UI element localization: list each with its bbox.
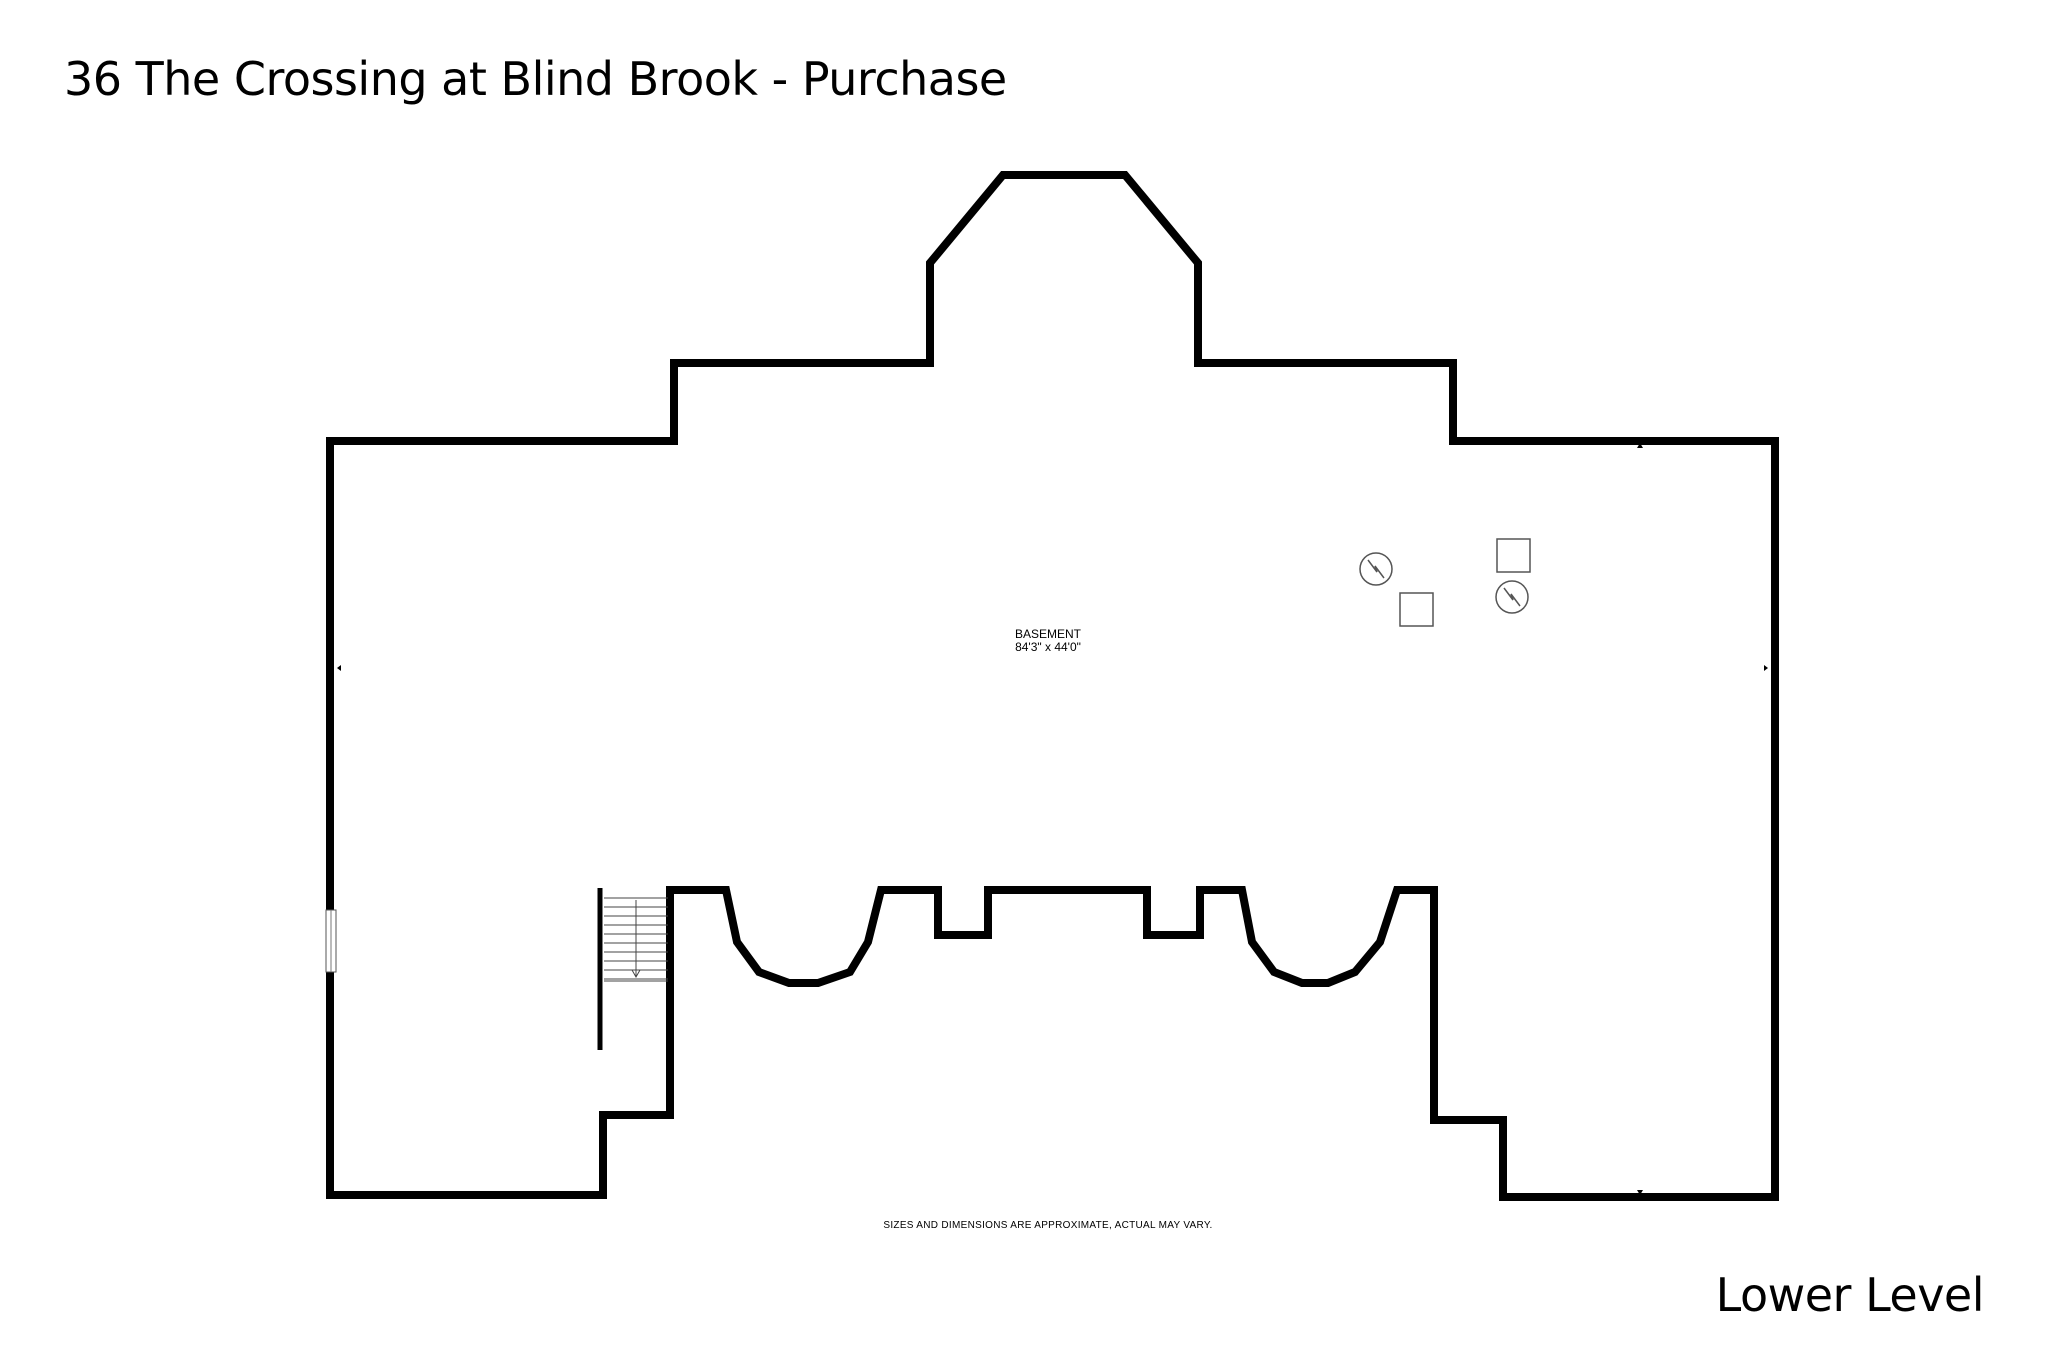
disclaimer-text: SIZES AND DIMENSIONS ARE APPROXIMATE, AC… [883,1220,1213,1231]
level-label: Lower Level [1715,1268,1985,1322]
tick-marker [337,443,1768,1195]
room-name: BASEMENT [1014,627,1082,641]
room-label: BASEMENT 84'3" x 44'0" [1015,628,1081,654]
outer-wall [326,171,1779,1201]
stairs-icon [597,888,668,1050]
window [325,909,337,973]
utility-unit-icon [1399,592,1434,627]
room-dimensions: 84'3" x 44'0" [1015,640,1081,654]
plan-title: 36 The Crossing at Blind Brook - Purchas… [64,52,1007,106]
utility-unit-icon [1496,538,1531,573]
water-heater-icon [1495,580,1529,614]
water-heater-icon [1359,552,1393,586]
